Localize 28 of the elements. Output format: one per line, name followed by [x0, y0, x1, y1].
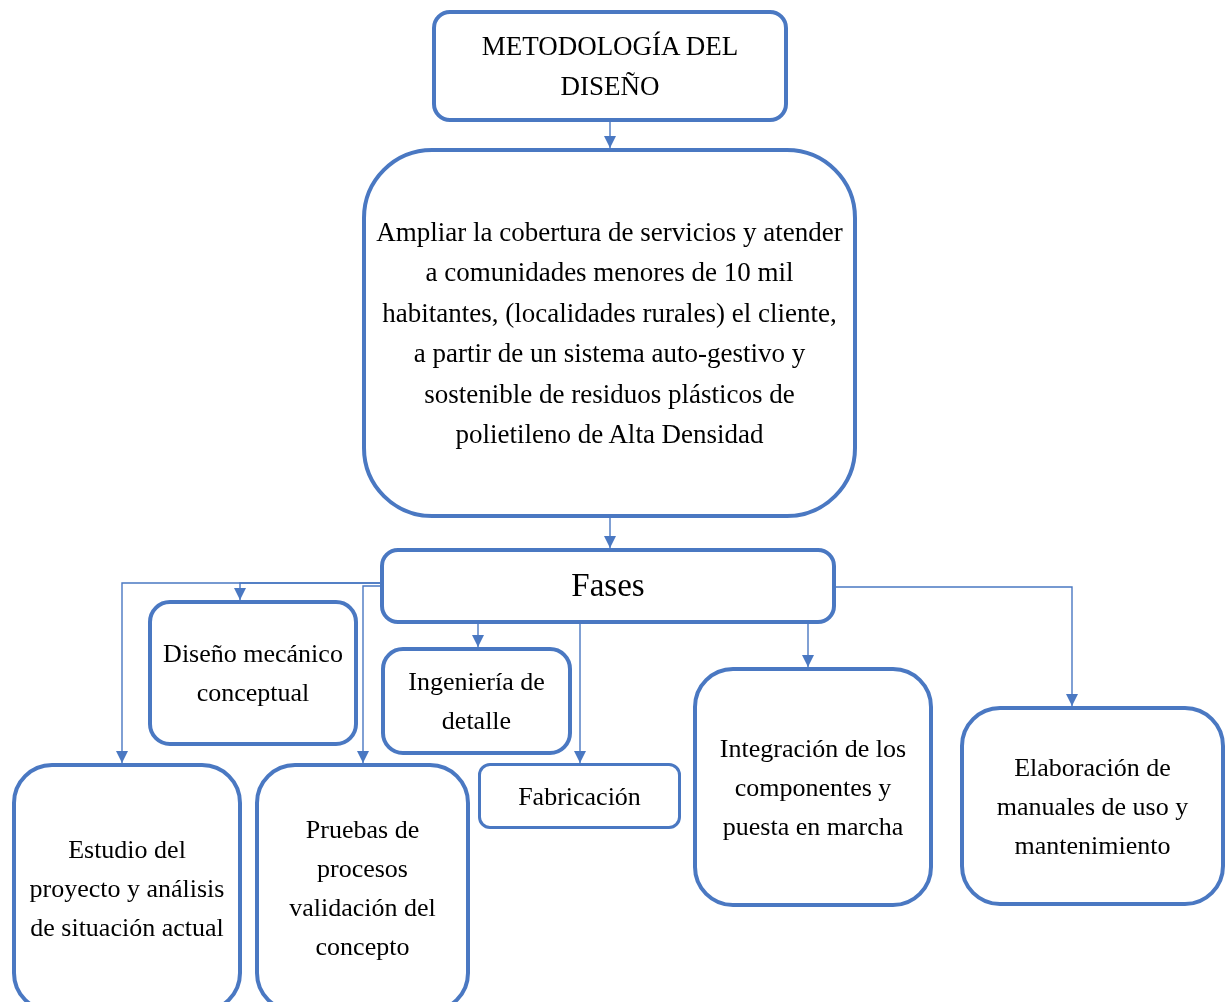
box-text: Fases — [571, 566, 645, 606]
process-box — [693, 667, 933, 907]
process-box — [478, 763, 681, 829]
box-text: Integración de los componentes y puesta en marcha — [718, 732, 908, 843]
arrow — [802, 623, 814, 668]
arrow — [604, 121, 616, 149]
box-text: Diseño mecánico conceptual — [162, 638, 344, 709]
process-box — [960, 706, 1225, 906]
process-box — [380, 548, 836, 624]
arrow — [357, 585, 381, 764]
box-text: Elaboración de manuales de uso y mantenimiento — [995, 751, 1190, 862]
box-text: Pruebas de procesos validación del concepto — [288, 814, 437, 963]
arrow — [234, 582, 381, 601]
process-box — [381, 647, 572, 755]
arrow — [835, 586, 1078, 707]
process-box — [148, 600, 358, 746]
box-text: Ingeniería de detalle — [407, 666, 546, 737]
process-box — [12, 763, 242, 1002]
process-box — [255, 763, 470, 1002]
arrow — [604, 517, 616, 549]
box-text: METODOLOGÍA DEL DISEÑO — [480, 29, 740, 103]
process-box — [432, 10, 788, 122]
process-box — [362, 148, 857, 518]
box-text: Estudio del proyecto y análisis de situación actual — [28, 833, 226, 944]
arrow — [472, 623, 484, 648]
box-text: Ampliar la cobertura de servicios y atender a comunidades menores de 10 mil habitantes, (localidades rurales) el cliente, a partir de un sistema auto-gestivo y sostenible de residuos plásticos de polietileno de Alta Densidad — [376, 215, 843, 451]
arrow — [574, 623, 586, 764]
box-text: Fabricación — [518, 780, 641, 813]
